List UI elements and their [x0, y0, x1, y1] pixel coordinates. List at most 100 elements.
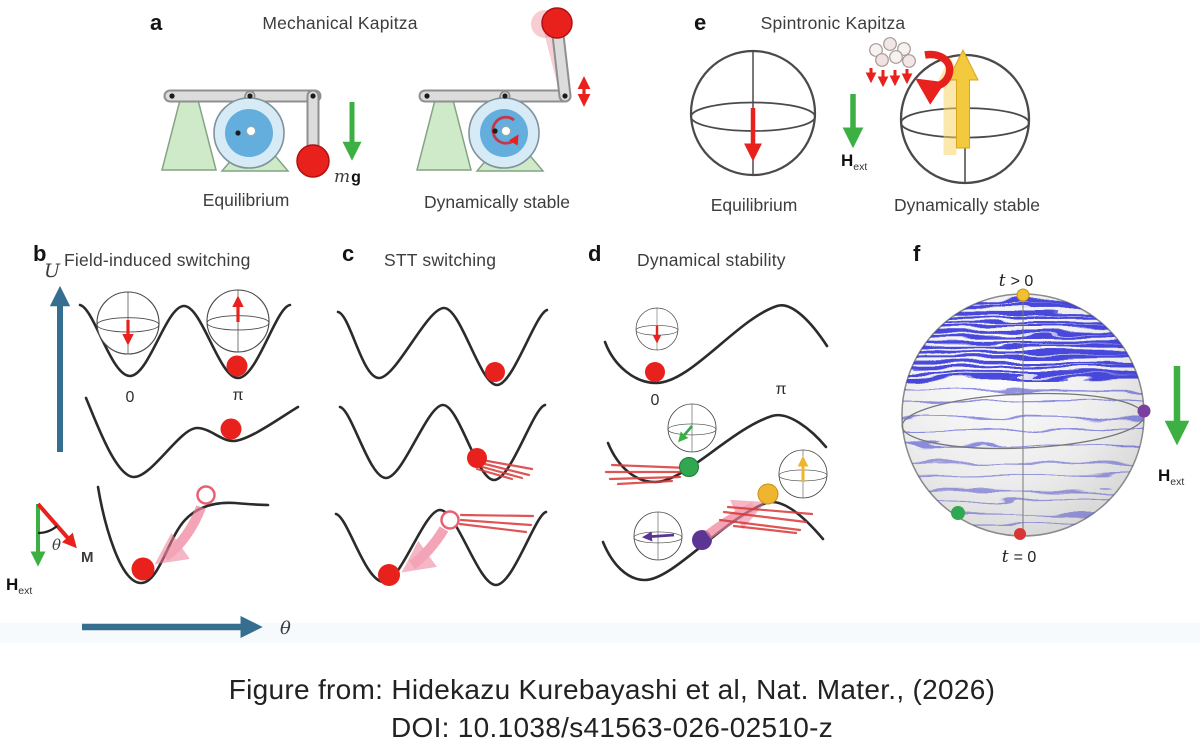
spin-up-arrow [947, 48, 979, 149]
bloch-sphere-down [635, 307, 679, 351]
panel-b-title: Field-induced switching [64, 250, 251, 270]
potential-curve-initial [603, 304, 829, 385]
state-ball [378, 564, 400, 586]
pendulum-dynamically-stable [416, 7, 591, 172]
drive-wheel [213, 97, 285, 169]
theta-axis-label: θ [280, 618, 291, 639]
pivot-dot [169, 93, 175, 99]
state-ball [220, 418, 242, 440]
barrier-top-circle [440, 510, 460, 530]
bloch-sphere-tilted [667, 403, 717, 453]
precession-lines [458, 513, 535, 534]
bloch-sphere-equilibrium [689, 49, 817, 177]
panel-a-title: Mechanical Kapitza [262, 13, 417, 33]
stand-left [161, 99, 217, 171]
panel-a-label: a [150, 10, 163, 35]
lower-state-dot [951, 506, 965, 520]
single-well [96, 485, 270, 585]
time-label-top: t> 0 [999, 271, 1034, 291]
panel-f: f t> 0 [901, 241, 1190, 567]
state-ball [226, 355, 248, 377]
bloch-sphere-state-0 [96, 291, 160, 355]
pendulum-bob [296, 144, 330, 178]
state-ball [645, 362, 665, 382]
bloch-sphere-dynamically-stable [865, 37, 1031, 185]
citation-line-1: Figure from: Hidekazu Kurebayashi et al,… [229, 674, 996, 705]
panel-e-label: e [694, 10, 706, 35]
double-well-symmetric [78, 303, 292, 380]
spin-polarized-electrons [865, 37, 916, 88]
state-ball-purple [692, 530, 712, 550]
final-state-dot-top [1016, 288, 1030, 302]
pivot-dot [247, 93, 253, 99]
pivot-dot [562, 93, 568, 99]
bloch-sphere-frame [667, 403, 717, 453]
panel-b-label: b [33, 241, 46, 266]
magnetization-arrow [36, 502, 77, 549]
bloch-sphere-up [778, 449, 828, 499]
well-label-zero: 0 [651, 392, 660, 409]
drive-wheel [468, 97, 540, 169]
panel-b: b Field-induced switching U 0 π θ M Hext [6, 241, 300, 639]
state-ball [485, 362, 505, 382]
energy-axis-label: U [44, 260, 61, 282]
magnetization-label: M [81, 549, 94, 566]
panel-e-caption-right: Dynamically stable [894, 195, 1040, 215]
panel-c-title: STT switching [384, 250, 496, 270]
field-angle-inset: θ M Hext [6, 502, 94, 597]
state-ball-yellow [757, 483, 779, 505]
equator-state-dot [1137, 404, 1151, 418]
citation-line-2: DOI: 10.1038/s41563-026-02510-z [391, 712, 833, 743]
double-well-excited [338, 403, 547, 482]
panel-e-caption-left: Equilibrium [711, 195, 798, 215]
gravity-label: mg [334, 167, 361, 187]
panel-a: a Mechanical Kapitza [150, 7, 591, 212]
precession-lines [475, 458, 534, 481]
bloch-sphere-inplane [633, 511, 683, 561]
double-well-initial [336, 306, 549, 387]
field-label: Hext [841, 151, 867, 173]
pendulum-equilibrium [161, 89, 330, 178]
panel-c-label: c [342, 241, 354, 266]
panel-d: d Dynamical stability 0 π [588, 241, 829, 582]
panel-a-caption-right: Dynamically stable [424, 192, 570, 212]
panel-c: c STT switching [334, 241, 549, 587]
double-well-switched [334, 508, 548, 587]
precession-lines [718, 505, 814, 535]
panel-d-title: Dynamical stability [637, 250, 786, 270]
panel-e: e Spintronic Kapitza Hext [689, 10, 1040, 215]
state-ball [131, 557, 155, 581]
figure-citation: Figure from: Hidekazu Kurebayashi et al,… [229, 674, 996, 743]
initial-state-circle [196, 485, 216, 505]
panel-a-caption-left: Equilibrium [203, 190, 290, 210]
well-label-zero: 0 [126, 389, 135, 406]
figure-bottom-band [0, 623, 1200, 643]
spin-tilted-arrow [678, 425, 693, 443]
stand-left [416, 99, 472, 171]
angle-label: θ [52, 536, 61, 554]
field-label: Hext [1158, 466, 1184, 488]
panel-d-label: d [588, 241, 601, 266]
relaxation-arrow [154, 505, 206, 565]
panel-f-label: f [913, 241, 921, 266]
switching-arrow [401, 526, 449, 573]
panel-e-title: Spintronic Kapitza [761, 13, 906, 33]
double-well-tilted [84, 396, 300, 479]
pivot-dot [502, 93, 508, 99]
bloch-sphere-state-pi [206, 289, 270, 353]
well-label-pi: π [232, 387, 243, 404]
state-ball [467, 448, 487, 468]
well-label-pi: π [775, 381, 786, 398]
initial-state-dot-bottom [1014, 528, 1026, 540]
time-label-bottom: t= 0 [1002, 547, 1037, 567]
potential-curve-driven [606, 413, 828, 484]
pivot-dot [310, 93, 316, 99]
field-label: Hext [6, 575, 32, 597]
spin-current-curl-arrow [915, 50, 954, 105]
state-ball-green [679, 457, 699, 477]
pivot-dot [424, 93, 430, 99]
pendulum-bob [541, 7, 573, 39]
rod [553, 30, 570, 101]
